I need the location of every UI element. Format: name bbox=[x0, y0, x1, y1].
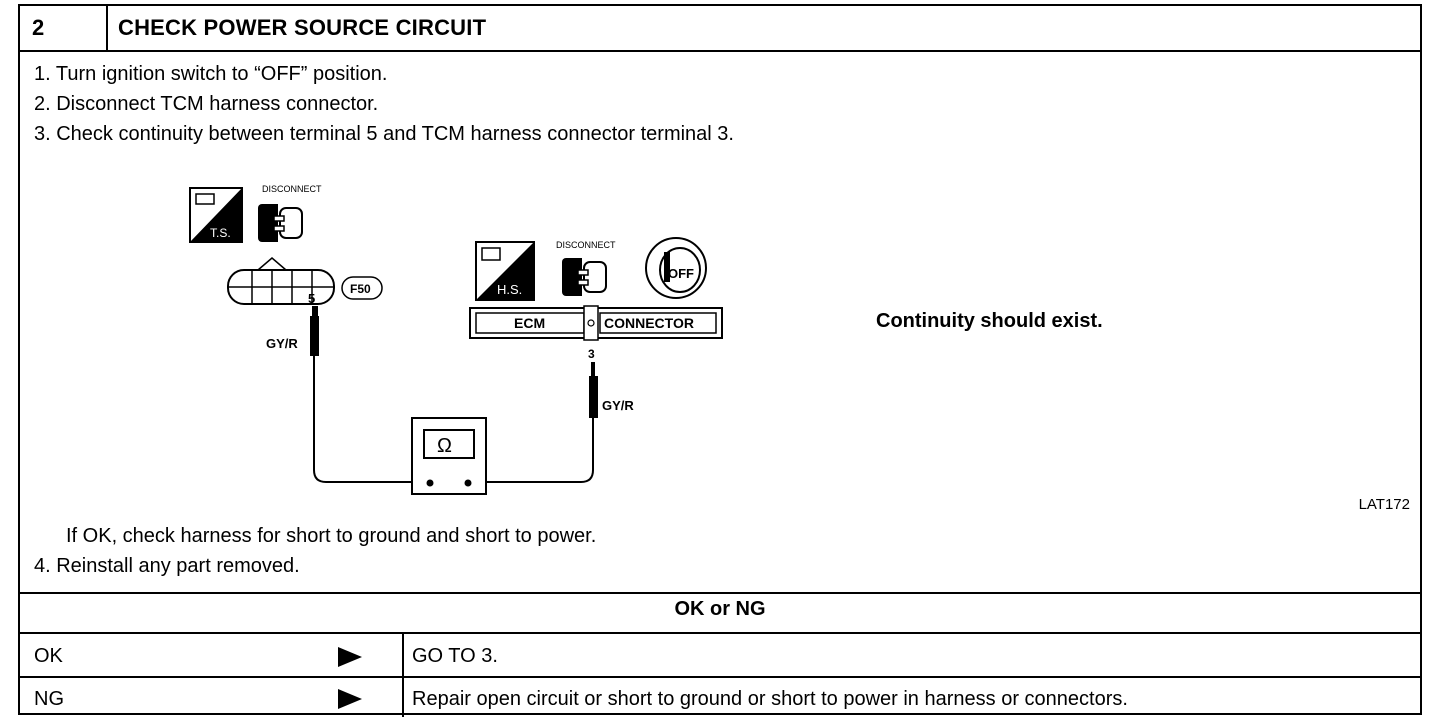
step-header: 2 CHECK POWER SOURCE CIRCUIT bbox=[20, 6, 1420, 52]
followup-note: If OK, check harness for short to ground… bbox=[66, 525, 597, 547]
wire-color-left: GY/R bbox=[266, 336, 298, 351]
connector-id: F50 bbox=[350, 282, 371, 296]
instruction-1: 1. Turn ignition switch to “OFF” positio… bbox=[34, 63, 388, 85]
result-label-ng: NG bbox=[34, 688, 64, 710]
ts-icon: T.S. bbox=[189, 187, 243, 243]
result-row-ok: OK GO TO 3. bbox=[20, 632, 1420, 678]
continuity-test-diagram: T.S. DISCONNECT 5 F50 GY/R bbox=[189, 184, 723, 495]
terminal-5-label: 5 bbox=[308, 291, 315, 306]
result-divider bbox=[402, 634, 404, 678]
step-title: CHECK POWER SOURCE CIRCUIT bbox=[118, 15, 487, 40]
instruction-3: 3. Check continuity between terminal 5 a… bbox=[34, 123, 734, 145]
wire-color-right: GY/R bbox=[602, 398, 634, 413]
probe-left bbox=[310, 316, 319, 356]
ecm-label: ECM bbox=[514, 315, 545, 331]
result-row-ng: NG Repair open circuit or short to groun… bbox=[20, 676, 1420, 717]
disconnect-label-left: DISCONNECT bbox=[262, 184, 322, 194]
result-divider bbox=[402, 678, 404, 717]
diagnostic-procedure-frame: 2 CHECK POWER SOURCE CIRCUIT 1. Turn ign… bbox=[18, 4, 1422, 717]
hs-icon: H.S. bbox=[475, 241, 535, 301]
arrow-right-icon bbox=[338, 647, 362, 667]
result-action-ok: GO TO 3. bbox=[412, 645, 498, 667]
ecm-connector-bar: ECM CONNECTOR bbox=[469, 305, 723, 341]
instruction-2: 2. Disconnect TCM harness connector. bbox=[34, 93, 379, 115]
instruction-4: 4. Reinstall any part removed. bbox=[34, 555, 300, 577]
ok-ng-heading: OK or NG bbox=[674, 598, 766, 620]
terminal-3-label: 3 bbox=[588, 347, 595, 361]
connector-label: CONNECTOR bbox=[604, 315, 694, 331]
figure-reference: LAT172 bbox=[1358, 496, 1410, 513]
tcm-connector-face: 5 bbox=[227, 257, 335, 306]
disconnect-label-right: DISCONNECT bbox=[556, 240, 616, 250]
ohmmeter: Ω bbox=[411, 417, 487, 495]
ok-ng-heading-row bbox=[20, 592, 1420, 638]
ts-label: T.S. bbox=[210, 226, 231, 240]
ignition-off-icon: OFF bbox=[645, 237, 707, 299]
connector-id-badge bbox=[341, 276, 383, 300]
disconnect-icon-right bbox=[562, 258, 607, 296]
hs-label: H.S. bbox=[497, 282, 522, 297]
off-label: OFF bbox=[668, 266, 694, 281]
result-action-ng: Repair open circuit or short to ground o… bbox=[412, 688, 1128, 710]
expected-result: Continuity should exist. bbox=[876, 310, 1103, 332]
disconnect-icon-left bbox=[258, 204, 303, 242]
arrow-right-icon bbox=[338, 689, 362, 709]
result-label-ok: OK bbox=[34, 645, 63, 667]
step-number: 2 bbox=[20, 6, 108, 50]
ohm-symbol: Ω bbox=[437, 435, 452, 457]
probe-right bbox=[589, 376, 598, 418]
